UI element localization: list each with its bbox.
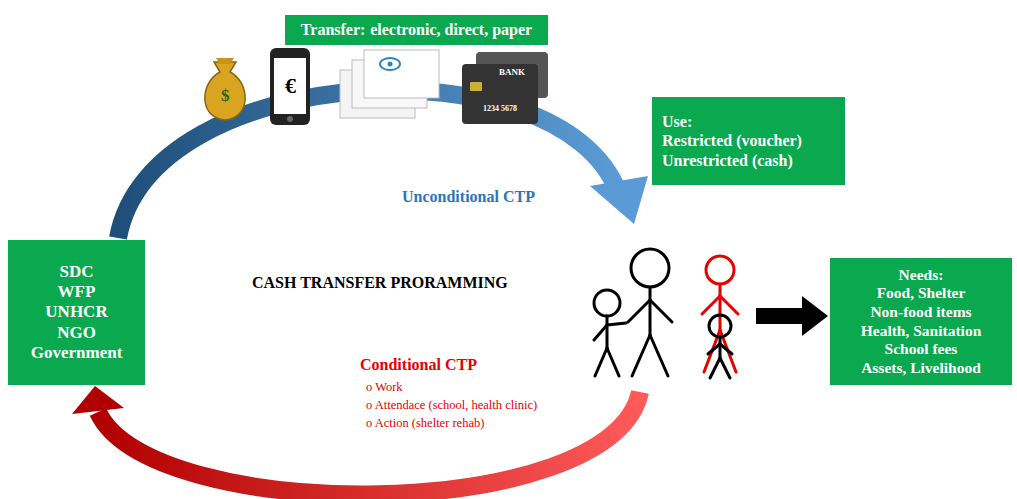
condition-item: o Attendace (school, health clinic): [366, 398, 537, 413]
needs-arrow: [756, 296, 828, 336]
box-heading: Use:: [662, 112, 692, 131]
box-text: UNHCR: [45, 302, 107, 322]
box-heading: Transfer:: [301, 20, 366, 39]
needs-box: Needs:Food, ShelterNon-food itemsHealth,…: [830, 258, 1012, 385]
red-arrowhead: [72, 386, 124, 414]
box-text: Food, Shelter: [877, 284, 966, 303]
blue-arrowhead: [590, 176, 648, 224]
bank-card-icon: [462, 52, 548, 124]
box-text: Assets, Livelihood: [861, 359, 981, 378]
center-title: CASH TRANSFER PRORAMMING: [252, 274, 508, 292]
use-box: Use:Restricted (voucher)Unrestricted (ca…: [652, 97, 845, 185]
box-text: Unrestricted (cash): [662, 151, 793, 170]
condition-item: o Work: [366, 380, 403, 395]
box-text: SDC: [59, 262, 93, 282]
phone-icon: [270, 48, 310, 125]
box-text: Government: [31, 343, 123, 363]
money-bag-icon: [205, 58, 245, 120]
currency-symbol: $: [221, 86, 230, 106]
currency-symbol: €: [285, 73, 296, 99]
card-number: 1234 5678: [483, 104, 517, 113]
box-text: NGO: [57, 323, 96, 343]
box-text: Non-food items: [870, 303, 971, 322]
condition-item: o Action (shelter rehab): [366, 416, 484, 431]
box-text: School fees: [885, 340, 958, 359]
box-text: Restricted (voucher): [662, 131, 802, 150]
box-text: electronic, direct, paper: [370, 20, 532, 39]
box-text: Health, Sanitation: [861, 322, 982, 341]
box-heading: Needs:: [899, 266, 944, 285]
family-figures: [594, 249, 738, 378]
envelope-icons: [340, 50, 439, 118]
providers-box: SDCWFPUNHCRNGOGovernment: [8, 240, 145, 385]
red-arc: [98, 392, 640, 494]
card-text: BANK: [499, 67, 525, 77]
transfer-banner: Transfer:electronic, direct, paper: [285, 15, 548, 45]
box-text: WFP: [58, 282, 96, 302]
arc-label: Conditional CTP: [360, 356, 477, 374]
arc-label: Unconditional CTP: [402, 188, 535, 206]
